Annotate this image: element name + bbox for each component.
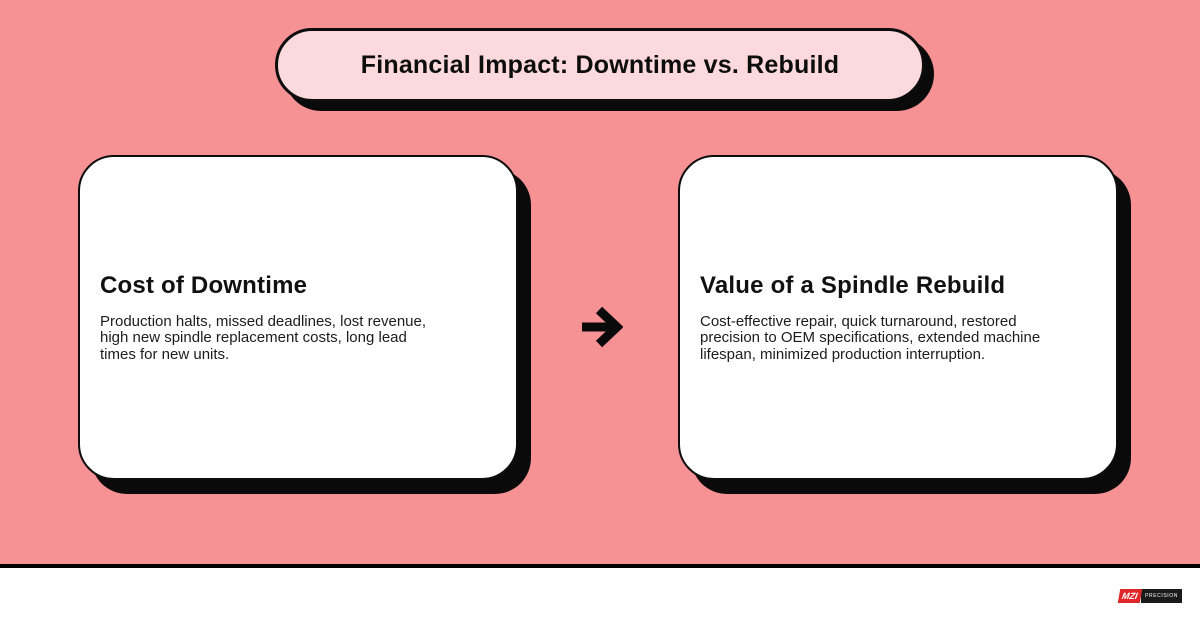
card-body-downtime: Production halts, missed deadlines, lost… [100,312,427,363]
page-title: Financial Impact: Downtime vs. Rebuild [360,50,840,79]
card-body-rebuild: Cost-effective repair, quick turnaround,… [700,312,1041,363]
card-heading-downtime: Cost of Downtime [100,271,308,299]
card-cost-of-downtime: Cost of Downtime Production halts, misse… [78,155,518,480]
logo-mark: MZI [1117,589,1142,603]
title-banner: Financial Impact: Downtime vs. Rebuild [275,28,925,102]
footer-bar: MZI PRECISION [0,564,1200,630]
arrow-right-icon [577,303,624,351]
mzi-precision-logo: MZI PRECISION [1117,589,1182,603]
card-value-of-rebuild: Value of a Spindle Rebuild Cost-effectiv… [678,155,1118,480]
logo-wordmark: PRECISION [1141,589,1182,603]
card-heading-rebuild: Value of a Spindle Rebuild [700,271,1006,299]
